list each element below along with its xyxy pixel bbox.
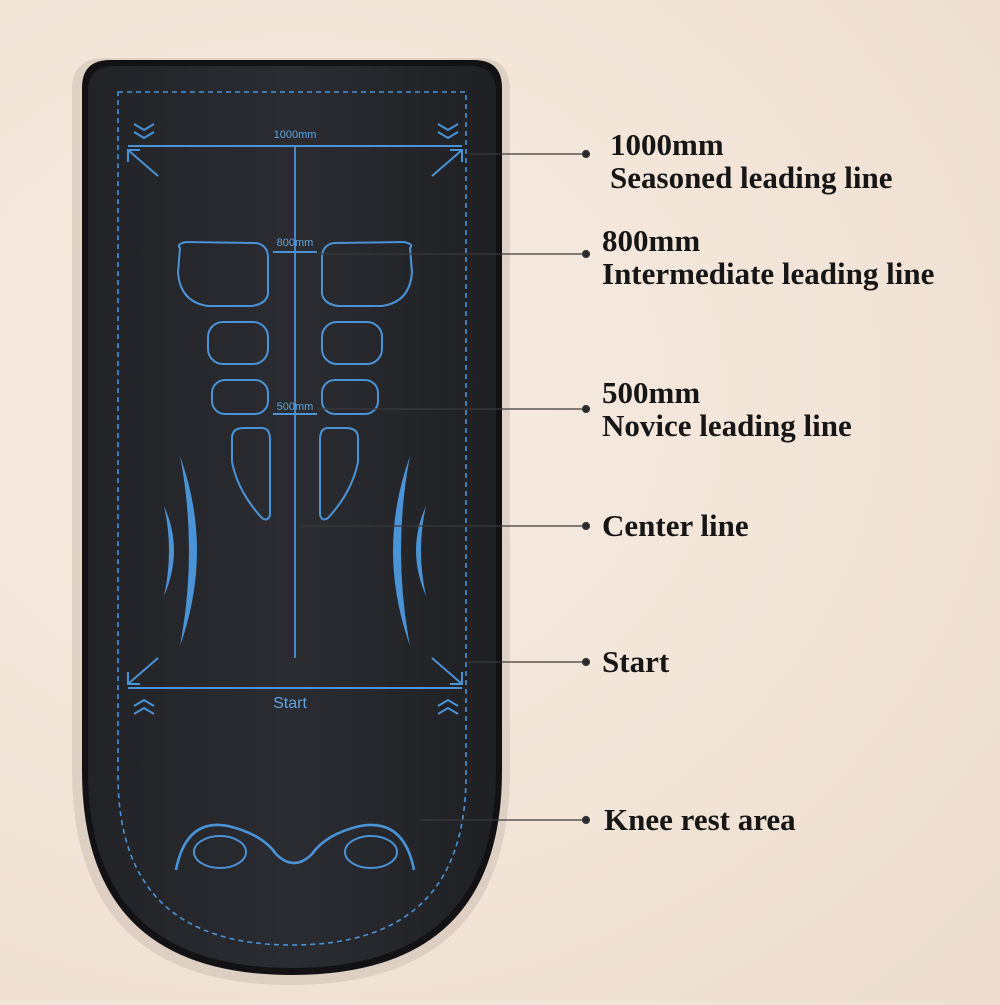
chevron-bottom-left-icon — [133, 698, 155, 715]
callout-title: 1000mm — [610, 127, 724, 162]
arrow-top-left-icon — [127, 149, 159, 177]
label-500mm: 500mm — [277, 401, 314, 413]
arrow-top-right-icon — [431, 149, 463, 177]
leader-dot — [581, 249, 591, 259]
callout-title: 500mm — [602, 375, 701, 410]
muscle-left-2 — [207, 321, 269, 365]
oblique-left-outer — [180, 456, 197, 646]
callout-subtitle: Intermediate leading line — [602, 256, 935, 291]
callout-center-line: Center line — [602, 509, 749, 542]
chevron-bottom-right-icon — [437, 698, 459, 715]
callout-knee-rest: Knee rest area — [604, 803, 796, 836]
muscle-left-4 — [231, 427, 271, 521]
callout-title: Knee rest area — [604, 802, 796, 837]
muscle-right-4 — [319, 427, 359, 521]
oblique-right-inner — [416, 506, 426, 596]
leader-dot — [581, 149, 591, 159]
dashed-border — [117, 91, 467, 946]
label-start: Start — [273, 695, 307, 712]
knee-pad-left — [193, 835, 247, 869]
callout-subtitle: Novice leading line — [602, 408, 852, 443]
chevron-top-left-icon — [133, 123, 155, 140]
callout-title: 800mm — [602, 223, 701, 258]
callout-intermediate: 800mm Intermediate leading line — [602, 224, 934, 290]
leader-dot — [581, 404, 591, 414]
callout-start: Start — [602, 645, 669, 678]
knee-pad-right — [344, 835, 398, 869]
label-1000mm: 1000mm — [274, 129, 317, 141]
knee-rest-outline — [174, 823, 416, 871]
leader-dot — [581, 521, 591, 531]
muscle-left-3 — [211, 379, 269, 415]
arrow-bottom-left-icon — [127, 657, 159, 685]
muscle-left-1 — [176, 240, 269, 307]
muscle-right-3 — [321, 379, 379, 415]
oblique-left-inner — [164, 506, 174, 596]
chevron-top-right-icon — [437, 123, 459, 140]
leader-dot — [581, 657, 591, 667]
arrow-bottom-right-icon — [431, 657, 463, 685]
callout-title: Center line — [602, 508, 749, 543]
callout-title: Start — [602, 644, 670, 679]
muscle-right-2 — [321, 321, 383, 365]
mat-surface — [88, 66, 496, 968]
callout-seasoned: 1000mm Seasoned leading line — [610, 128, 893, 194]
leader-dot — [581, 815, 591, 825]
label-800mm: 800mm — [277, 237, 314, 249]
oblique-right-outer — [393, 456, 410, 646]
callout-subtitle: Seasoned leading line — [610, 160, 893, 195]
callout-novice: 500mm Novice leading line — [602, 376, 852, 442]
muscle-right-1 — [321, 240, 414, 307]
